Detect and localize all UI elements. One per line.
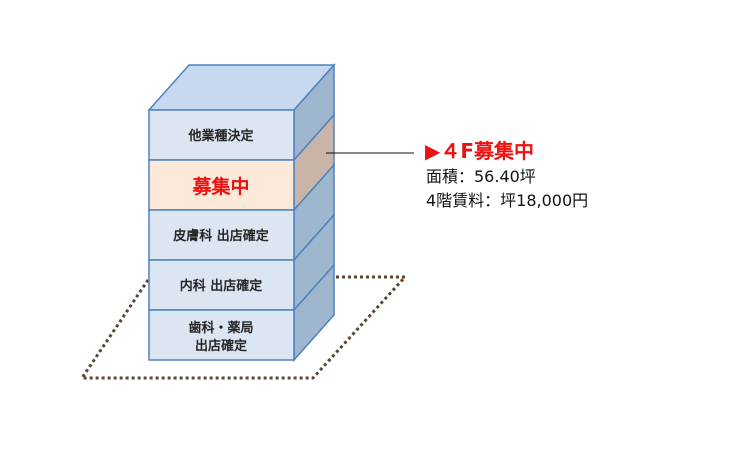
floor-2f-label: 内科 出店確定 <box>180 278 263 294</box>
floor-5f-label: 他業種決定 <box>187 128 253 144</box>
callout-rent: 4階賃料：坪18,000円 <box>426 191 589 210</box>
floor-3f-label: 皮膚科 出店確定 <box>172 228 269 244</box>
floor-1f-label-line2: 出店確定 <box>195 338 247 354</box>
callout-area: 面積：56.40坪 <box>426 167 536 186</box>
floor-1f <box>148 309 295 361</box>
callout-title: ▶４F募集中 <box>425 139 535 163</box>
floor-1f-label-line1: 歯科・薬局 <box>188 320 253 336</box>
floor-4f-label: 募集中 <box>191 175 249 198</box>
